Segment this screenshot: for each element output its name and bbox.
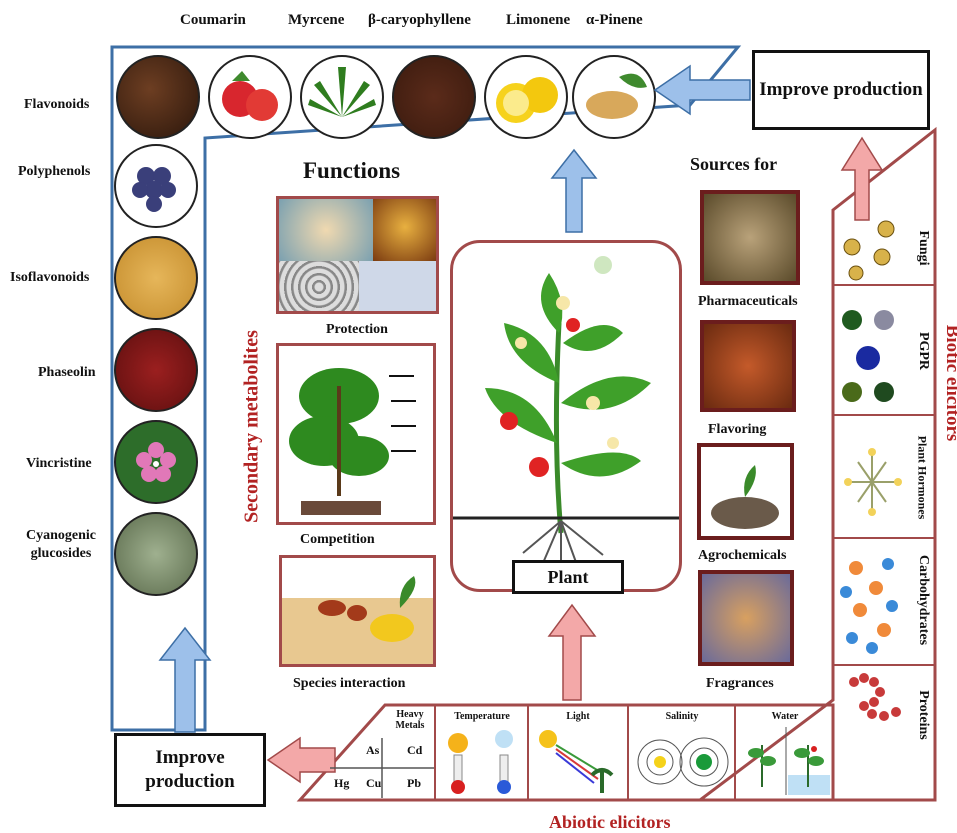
fungi-image (838, 215, 908, 281)
proteins-image (844, 670, 910, 726)
label-pharmaceuticals: Pharmaceuticals (698, 294, 798, 309)
water-title: Water (771, 711, 799, 722)
soybeans-image (114, 236, 198, 320)
metal-pb: Pb (407, 776, 422, 790)
label-pgpr: PGPR (916, 331, 931, 371)
sources-title: Sources for (690, 154, 778, 174)
label-flavonoids: Flavonoids (24, 97, 90, 112)
lemon-image (484, 55, 568, 139)
flavoring-image (700, 320, 796, 412)
plant-illustration (453, 256, 679, 568)
metal-cd: Cd (407, 743, 423, 757)
improve-production-bottom: Improve production (114, 733, 266, 807)
label-caryophyllene: β-caryophyllene (368, 12, 471, 28)
cloves-image (392, 55, 476, 139)
label-plant-hormones: Plant Hormones (915, 435, 930, 520)
salinity-title: Salinity (665, 711, 699, 722)
heavy-metals-title: Heavy Metals (395, 709, 425, 731)
pgpr-image (838, 302, 904, 408)
grapes-image (114, 144, 198, 228)
cannabis-leaf-image (300, 55, 384, 139)
label-fragrances: Fragrances (706, 676, 774, 691)
label-species-interaction: Species interaction (293, 676, 406, 691)
label-pinene: α-Pinene (586, 12, 643, 28)
label-fungi: Fungi (916, 230, 931, 266)
water-icon (748, 727, 830, 795)
improve-production-top: Improve production (752, 50, 930, 130)
protection-image (276, 196, 439, 314)
label-carbohydrates: Carbohydrates (916, 554, 931, 646)
plant-label: Plant (512, 560, 624, 594)
metal-hg: Hg (334, 776, 350, 790)
light-title: Light (566, 711, 590, 722)
fragrances-image (698, 570, 794, 666)
agrochemicals-image (697, 443, 794, 540)
label-proteins: Proteins (916, 690, 931, 740)
label-limonene: Limonene (506, 12, 571, 28)
plant-frame (450, 240, 682, 592)
kidney-beans-image (114, 328, 198, 412)
cyanogenic-plant-image (114, 512, 198, 596)
label-vincristine: Vincristine (26, 456, 92, 471)
strawberry-image (208, 55, 292, 139)
label-polyphenols: Polyphenols (18, 164, 91, 179)
label-coumarin: Coumarin (180, 12, 246, 28)
label-myrcene: Myrcene (288, 12, 345, 28)
carbohydrates-image (836, 548, 906, 658)
thermometer-icon (448, 730, 513, 794)
salinity-atom-icon (637, 737, 729, 787)
species-interaction-image (279, 555, 436, 667)
periwinkle-image (114, 420, 198, 504)
competition-image (276, 343, 436, 525)
chocolate-image (116, 55, 200, 139)
label-flavoring: Flavoring (708, 422, 767, 437)
heavy-metals-grid (330, 738, 434, 798)
light-icon (539, 730, 614, 793)
functions-title: Functions (303, 158, 401, 183)
label-isoflavonoids: Isoflavonoids (10, 270, 90, 285)
label-protection: Protection (326, 322, 388, 337)
metal-cu: Cu (366, 776, 382, 790)
label-agrochemicals: Agrochemicals (698, 548, 787, 563)
plant-hormones-image (838, 432, 906, 530)
label-phaseolin: Phaseolin (38, 365, 96, 380)
pharmaceuticals-image (700, 190, 800, 285)
abiotic-elicitors-title: Abiotic elicitors (549, 812, 671, 832)
temperature-title: Temperature (454, 711, 510, 722)
label-cyanogenic-glucosides: Cyanogenic glucosides (26, 528, 96, 561)
biotic-elicitors-title: Biotic elicitors (942, 324, 957, 442)
label-competition: Competition (300, 532, 375, 547)
ginger-image (572, 55, 656, 139)
metal-as: As (366, 743, 380, 757)
